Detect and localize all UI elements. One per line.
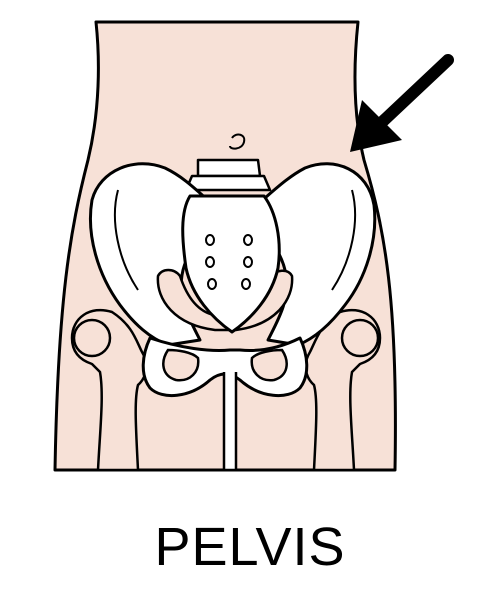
sacral-foramina	[205, 234, 253, 290]
lumbar-vertebra	[184, 133, 272, 192]
diagram-caption: PELVIS	[154, 517, 346, 577]
arrow-pointer-icon	[350, 54, 454, 152]
pelvis-illustration	[53, 20, 454, 472]
right-femur	[304, 308, 382, 472]
pelvis-bone	[88, 162, 377, 472]
sacrum	[181, 194, 281, 334]
left-femur	[70, 308, 148, 472]
